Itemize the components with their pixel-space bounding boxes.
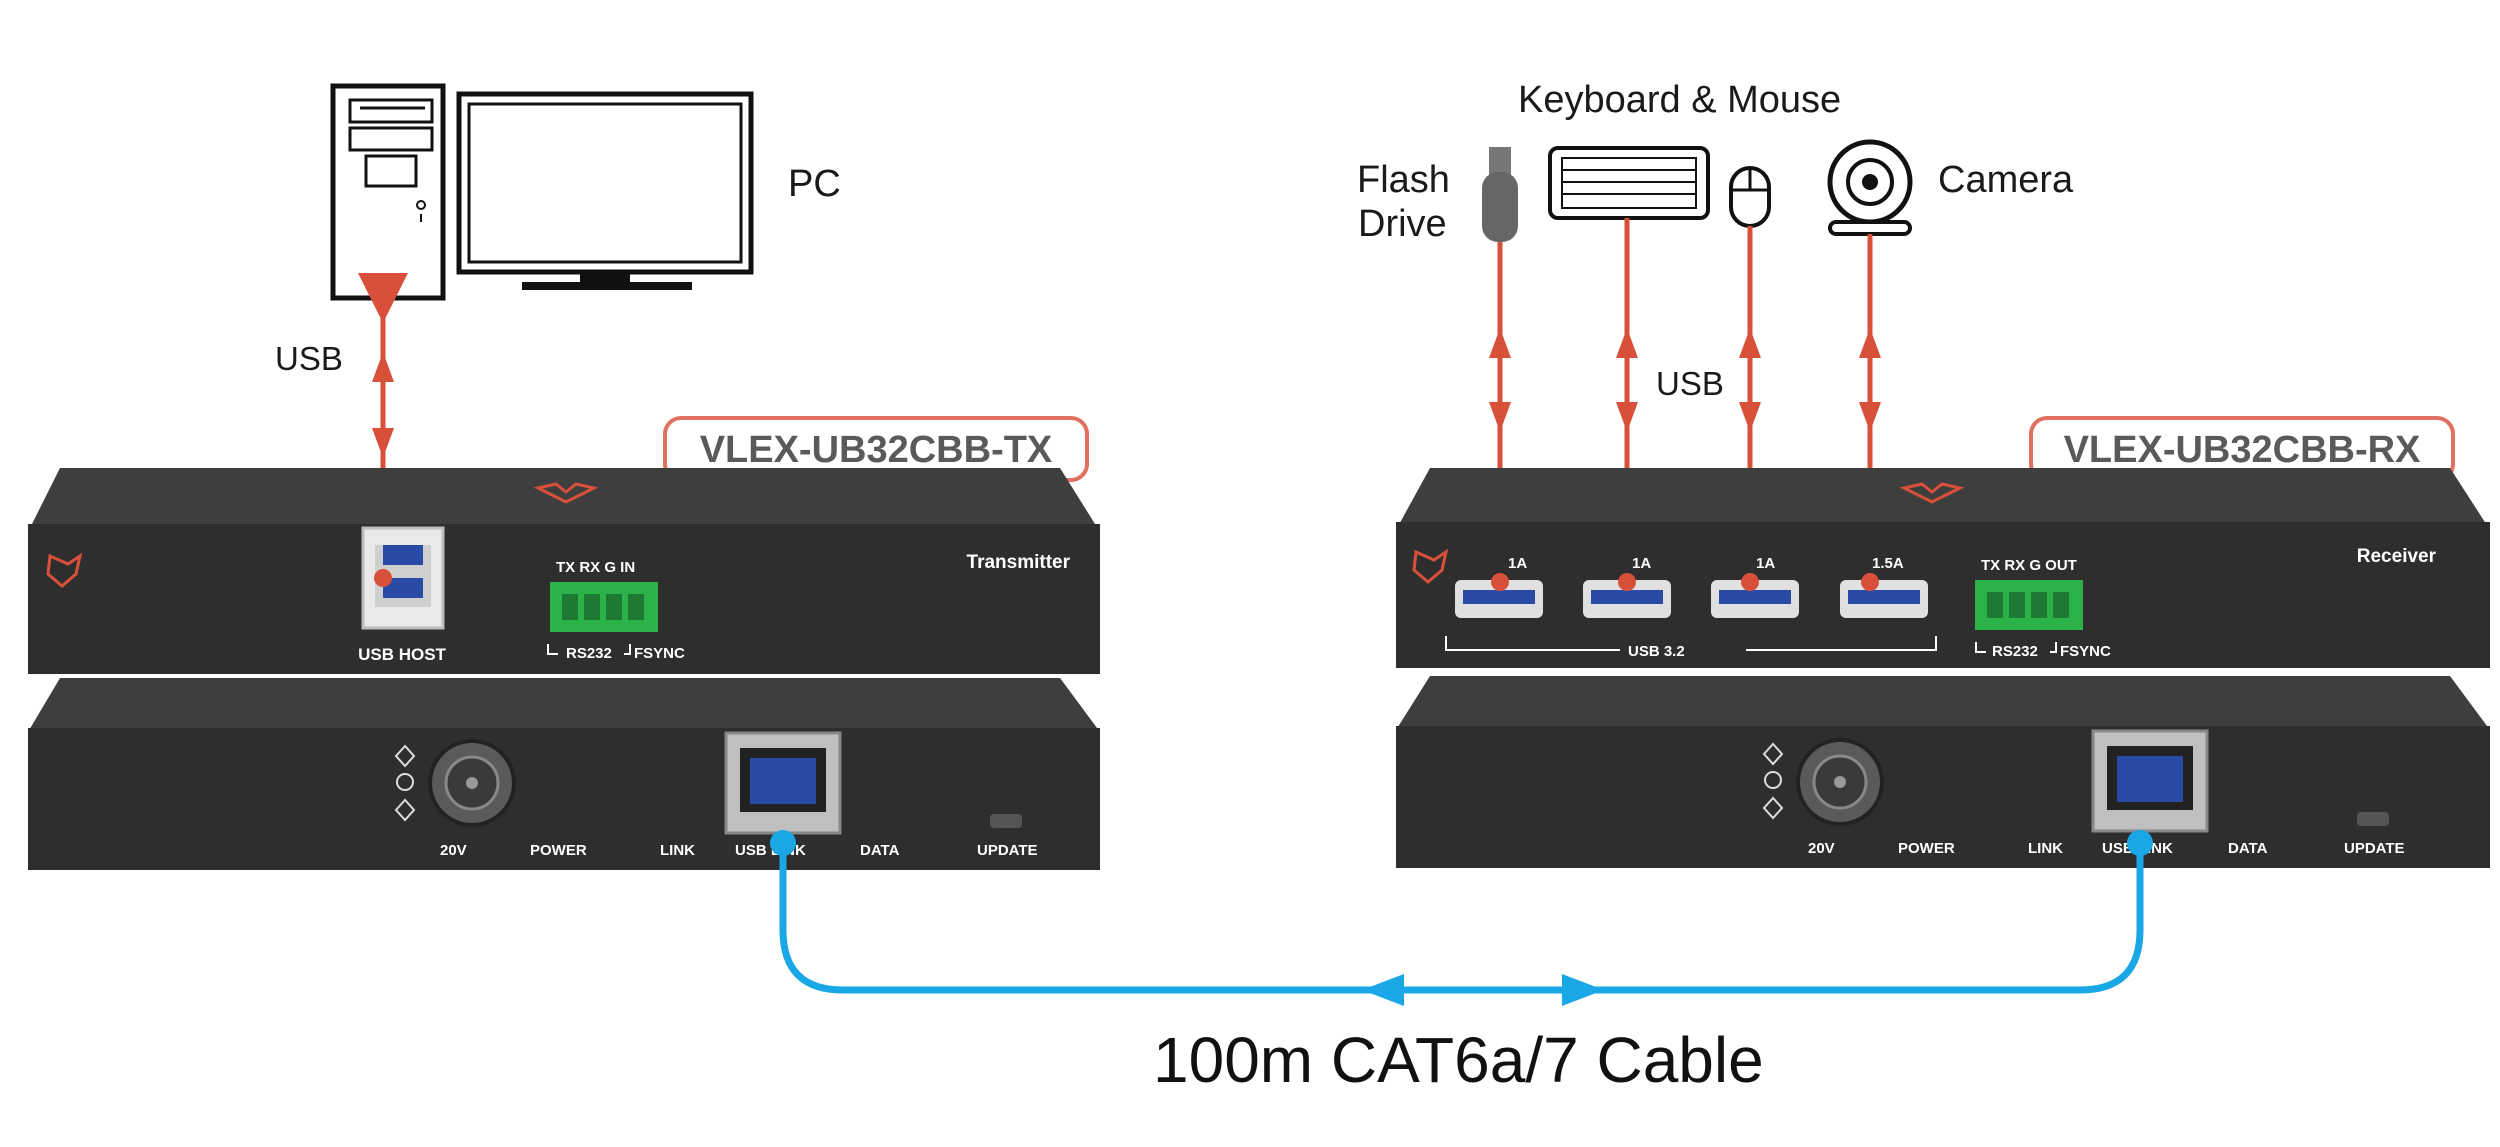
camera-icon — [1827, 139, 1913, 236]
tx-link-label: LINK — [660, 842, 695, 859]
rx-usb-port-2: 1A — [1583, 555, 1671, 618]
camera-label: Camera — [1938, 159, 2074, 201]
rx-usb-port-3: 1A — [1711, 555, 1799, 618]
transmitter-rear: 20V POWER LINK USB LINK DATA UPDATE — [28, 678, 1100, 870]
rx-port-1-label: 1A — [1508, 555, 1527, 572]
transmitter-name: Transmitter — [967, 552, 1071, 573]
pc-icon — [330, 83, 754, 301]
rx-rs232-label: RS232 — [1992, 643, 2038, 660]
keyboard-mouse-label: Keyboard & Mouse — [1518, 79, 1841, 121]
pc-label: PC — [788, 163, 841, 205]
rx-data-label: DATA — [2228, 840, 2268, 857]
usb-host-label: USB HOST — [358, 645, 446, 664]
keyboard-icon — [1548, 146, 1710, 220]
tx-terminal-pins: TX RX G IN — [556, 559, 635, 576]
rx-20v-label: 20V — [1808, 840, 1835, 857]
tx-update-label: UPDATE — [977, 842, 1038, 859]
flash-drive-label-2: Drive — [1358, 203, 1447, 245]
tx-20v-label: 20V — [440, 842, 467, 859]
tx-usb-label: USB — [275, 340, 343, 377]
cable-label: 100m CAT6a/7 Cable — [1153, 1024, 1764, 1096]
flash-drive-icon — [1482, 147, 1518, 242]
rx-fsync-label: FSYNC — [2060, 643, 2111, 660]
rx-port-2-label: 1A — [1632, 555, 1651, 572]
rx-usb-port-4: 1.5A — [1840, 555, 1928, 618]
rx-port-4-label: 1.5A — [1872, 555, 1904, 572]
rx-usb-label: USB — [1656, 365, 1724, 402]
receiver-front: 1A 1A 1A 1.5A USB 3.2 TX RX G OUT — [1396, 468, 2490, 668]
tx-rs232-label: RS232 — [566, 645, 612, 662]
tx-fsync-label: FSYNC — [634, 645, 685, 662]
transmitter-front: USB HOST TX RX G IN RS232 FSYNC Transmit… — [28, 468, 1100, 674]
rx-usb-group-label: USB 3.2 — [1628, 643, 1685, 660]
mouse-icon — [1729, 166, 1771, 228]
tx-power-label: POWER — [530, 842, 587, 859]
rx-usb-port-1: 1A — [1455, 555, 1543, 618]
receiver-rear: 20V POWER LINK USB LINK DATA UPDATE — [1396, 676, 2490, 868]
rx-update-label: UPDATE — [2344, 840, 2405, 857]
receiver-name: Receiver — [2357, 546, 2437, 567]
tx-data-label: DATA — [860, 842, 900, 859]
receiver-model-badge: VLEX-UB32CBB-RX — [2029, 416, 2455, 482]
rx-link-label: LINK — [2028, 840, 2063, 857]
transmitter-model: VLEX-UB32CBB-TX — [700, 429, 1053, 471]
rx-terminal-pins: TX RX G OUT — [1981, 557, 2077, 574]
rx-power-label: POWER — [1898, 840, 1955, 857]
flash-drive-label-1: Flash — [1357, 159, 1450, 201]
cat-cable — [770, 830, 2153, 1006]
rx-port-3-label: 1A — [1756, 555, 1775, 572]
receiver-model: VLEX-UB32CBB-RX — [2064, 429, 2421, 471]
